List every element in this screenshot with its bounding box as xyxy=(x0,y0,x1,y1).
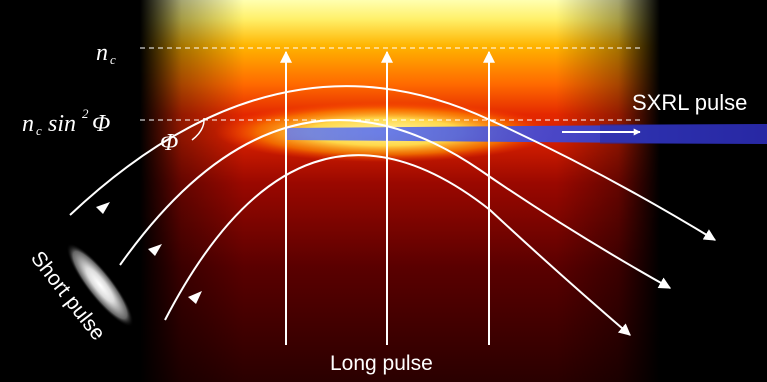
label-nc-sin2-phi: n c sin 2 Φ xyxy=(22,106,110,138)
arrow-head-icon xyxy=(148,244,162,256)
short-pulse-blob xyxy=(66,243,134,327)
phi-angle-label: Φ xyxy=(160,130,178,156)
svg-text:n: n xyxy=(22,111,34,137)
short-pulse-ray-3 xyxy=(164,154,631,336)
svg-text:Φ: Φ xyxy=(92,111,110,137)
svg-text:c: c xyxy=(36,123,42,138)
svg-text:c: c xyxy=(110,52,116,67)
plasma-edge-fade xyxy=(140,0,660,382)
phi-angle-arc xyxy=(191,117,205,141)
svg-text:n: n xyxy=(96,40,108,66)
label-nc: n c xyxy=(96,40,116,67)
short-pulse-ray-2 xyxy=(119,119,672,289)
long-pulse-label: Long pulse xyxy=(330,352,433,375)
arrow-head-icon xyxy=(188,291,202,304)
sxrl-pulse-label: SXRL pulse xyxy=(632,90,747,115)
svg-text:2: 2 xyxy=(82,106,89,121)
short-pulse-ray-1 xyxy=(69,85,717,241)
sxrl-beam-tail xyxy=(600,124,767,144)
svg-text:sin: sin xyxy=(48,111,76,137)
arrow-head-icon xyxy=(96,202,110,214)
